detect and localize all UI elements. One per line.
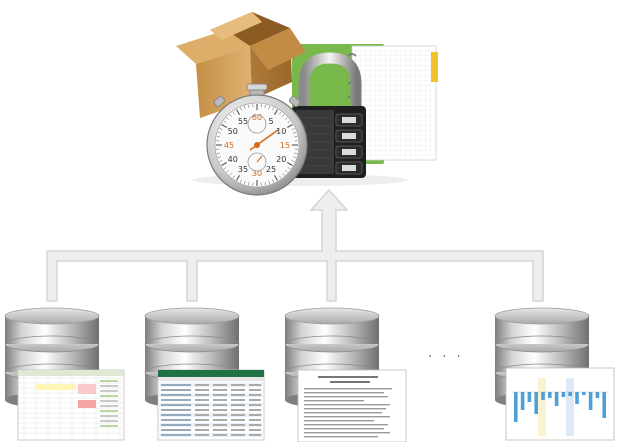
- chart-bar: [527, 392, 532, 402]
- stopwatch-number: 55: [238, 117, 248, 126]
- stopwatch-number: 20: [276, 155, 286, 164]
- chart-bar: [561, 392, 566, 397]
- stopwatch-tick: [248, 104, 250, 108]
- stopwatch-tick: [264, 104, 266, 108]
- stopwatch-tick: [291, 128, 295, 130]
- stopwatch-tick: [216, 136, 220, 138]
- stopwatch-number: 10: [276, 127, 286, 136]
- stopwatch-tick: [272, 107, 274, 111]
- spreadsheet-thumbnail: [17, 369, 125, 441]
- stopwatch-tick: [244, 181, 246, 185]
- chart-bar: [568, 392, 572, 396]
- stopwatch-tick: [268, 105, 270, 109]
- stopwatch-tick: [268, 181, 270, 185]
- stopwatch-number: 45: [224, 141, 234, 150]
- stopwatch-tick: [219, 128, 223, 130]
- upward-arrow-connector: [46, 189, 544, 302]
- stopwatch-tick: [294, 136, 298, 138]
- stopwatch-tick: [217, 132, 221, 134]
- stopwatch-tick: [279, 175, 282, 179]
- stopwatch-tick: [229, 114, 232, 117]
- stopwatch-tick: [285, 117, 288, 120]
- stopwatch-tick: [264, 182, 266, 186]
- stopwatch-tick: [226, 170, 229, 173]
- database-source-3: [284, 307, 407, 442]
- stopwatch-tick: [226, 117, 229, 120]
- stopwatch-number: 5: [268, 117, 273, 126]
- chart-bar: [554, 392, 559, 406]
- chart-bar: [514, 392, 518, 422]
- bar-chart-thumbnail: [505, 367, 615, 441]
- stopwatch-tick: [285, 170, 288, 173]
- chart-bar: [595, 392, 600, 398]
- stopwatch-tick: [221, 162, 227, 166]
- stopwatch-tick: [287, 162, 293, 166]
- stopwatch-number: 30: [252, 169, 262, 178]
- stopwatch-tick: [219, 160, 223, 162]
- stopwatch-tick: [274, 175, 278, 181]
- more-sources-ellipsis: · · ·: [428, 350, 464, 365]
- stopwatch-number: 15: [280, 141, 290, 150]
- stopwatch-tick: [274, 109, 278, 115]
- stopwatch-tick: [244, 105, 246, 109]
- chart-bar: [588, 392, 593, 410]
- stopwatch-tick: [236, 175, 240, 181]
- stopwatch-tick: [279, 111, 282, 115]
- database-cylinder-icon: [284, 307, 380, 408]
- excel-spreadsheet-thumbnail: [157, 369, 265, 441]
- text-document-thumbnail: [297, 369, 407, 442]
- stopwatch-tick: [282, 114, 285, 117]
- stopwatch-number: 60: [252, 113, 262, 122]
- data-sources: [4, 307, 615, 442]
- stopwatch-tick: [229, 173, 232, 176]
- database-source-4: [494, 307, 615, 441]
- stopwatch-tick: [282, 173, 285, 176]
- stopwatch-number: 40: [228, 155, 238, 164]
- stopwatch-tick: [293, 156, 297, 158]
- stopwatch-tick: [287, 120, 291, 123]
- stopwatch-tick: [232, 111, 235, 115]
- stopwatch-tick: [287, 124, 293, 128]
- stopwatch-tick: [223, 120, 227, 123]
- stopwatch-number: 35: [238, 165, 248, 174]
- stopwatch-tick: [240, 107, 242, 111]
- stopwatch-tick: [272, 179, 274, 183]
- chart-bar: [541, 392, 545, 400]
- stopwatch-tick: [223, 167, 227, 170]
- database-source-1: [4, 307, 125, 441]
- stopwatch-tick: [236, 109, 240, 115]
- stopwatch-tick: [232, 175, 235, 179]
- stopwatch-tick: [221, 124, 227, 128]
- stopwatch-number: 50: [228, 127, 238, 136]
- chart-bar: [548, 392, 552, 398]
- stopwatch-tick: [291, 160, 295, 162]
- chart-bar: [602, 392, 606, 418]
- stopwatch-tick: [216, 152, 220, 154]
- stopwatch-tick: [240, 179, 242, 183]
- stopwatch-tick: [294, 152, 298, 154]
- database-source-2: [144, 307, 265, 441]
- connector-network: [46, 189, 544, 302]
- stopwatch-tick: [287, 167, 291, 170]
- chart-bar: [582, 392, 586, 395]
- combination-dials: [335, 113, 363, 175]
- chart-bar: [520, 392, 525, 410]
- stopwatch-tick: [293, 132, 297, 134]
- stopwatch-number: 25: [266, 165, 276, 174]
- stopwatch-ticks: [216, 104, 298, 186]
- chart-bar: [534, 392, 538, 414]
- chart-bar: [575, 392, 579, 404]
- stopwatch-tick: [248, 182, 250, 186]
- stopwatch-tick: [217, 156, 221, 158]
